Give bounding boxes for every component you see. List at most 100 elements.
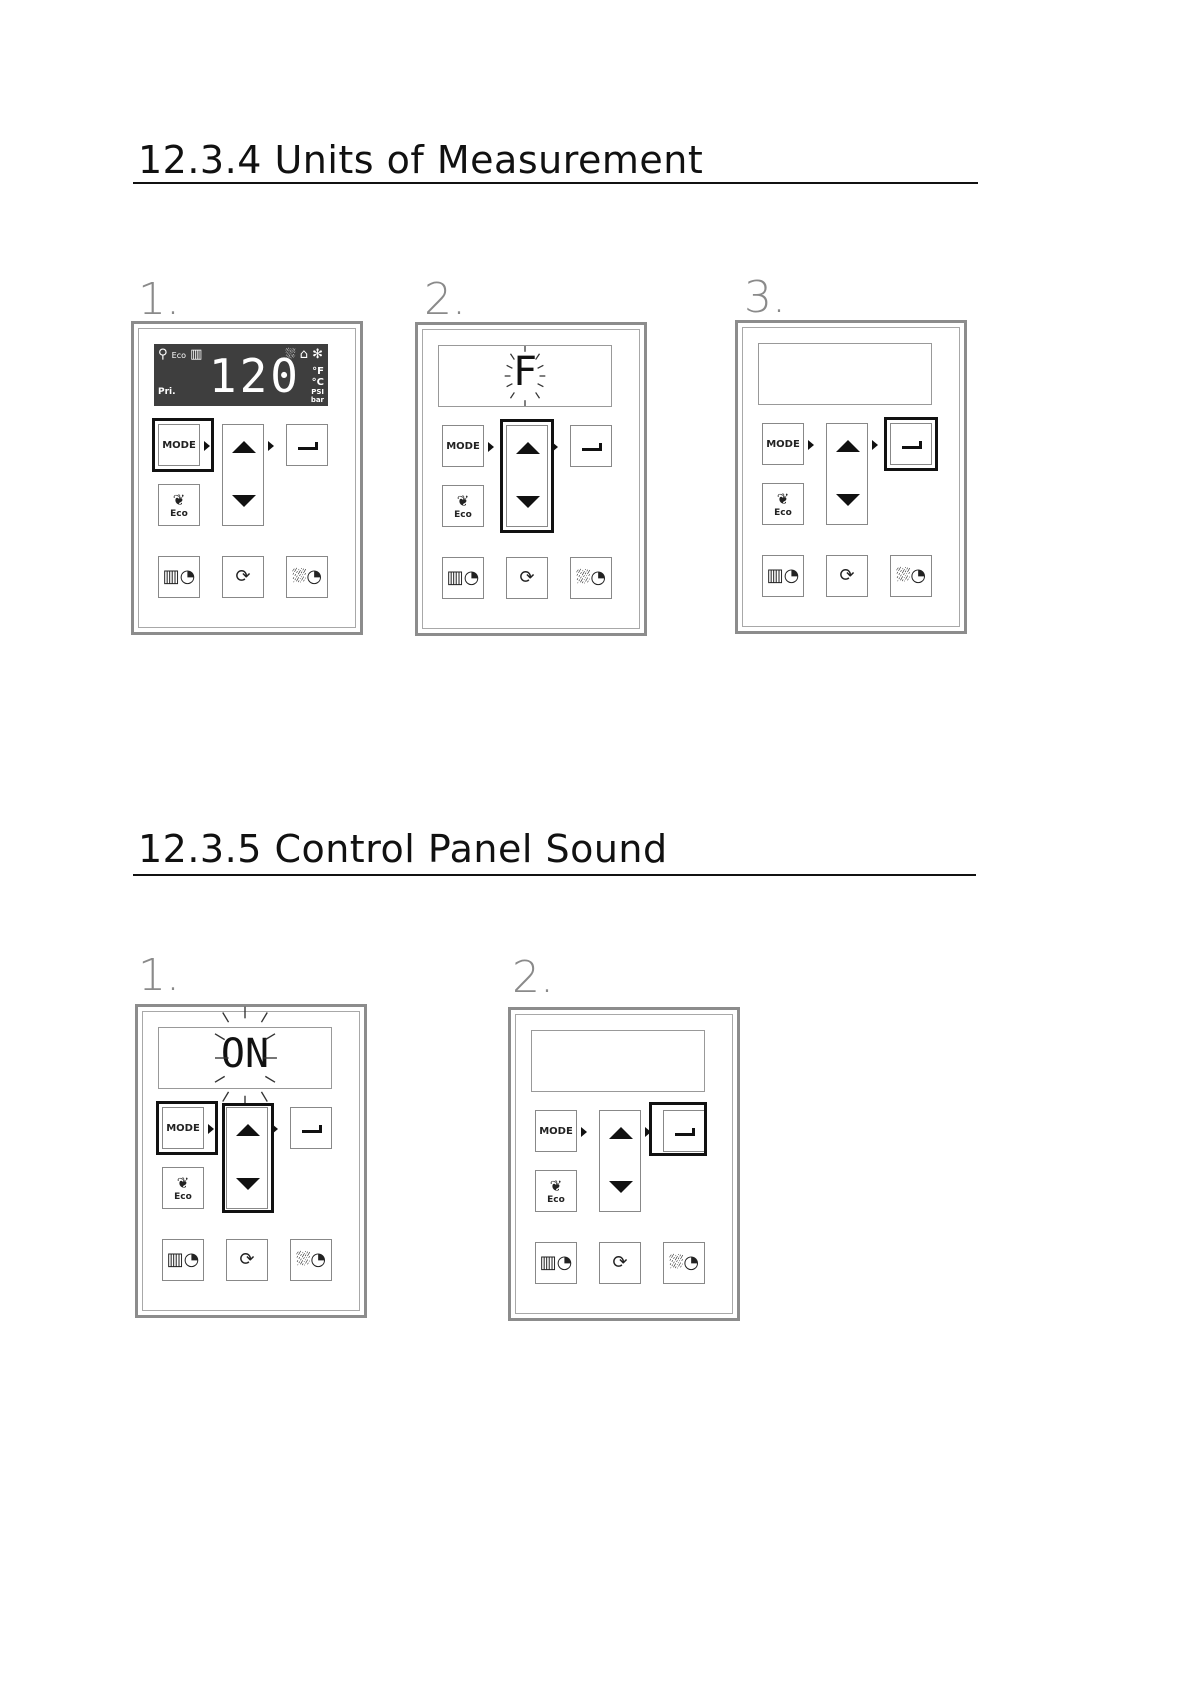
step-number: 1. xyxy=(138,274,180,325)
control-panel: MODE ❦Eco ▥◔ ⟳ ⛆◔ xyxy=(508,1007,740,1321)
pointer-icon xyxy=(872,440,878,450)
section-title: 12.3.5 Control Panel Sound xyxy=(138,827,668,871)
arrow-down-icon[interactable] xyxy=(232,495,256,507)
flash-rays-icon xyxy=(159,1028,331,1088)
arrow-buttons[interactable] xyxy=(226,1107,268,1209)
radiator-tap-cycle-icon: ⟳ xyxy=(235,566,250,587)
radiator-timer-icon: ▥◔ xyxy=(767,565,800,586)
heating-dhw-button[interactable]: ⟳ xyxy=(222,556,264,598)
pointer-icon xyxy=(272,1124,278,1134)
arrow-down-icon[interactable] xyxy=(609,1181,633,1193)
dhw-timer-button[interactable]: ⛆◔ xyxy=(290,1239,332,1281)
mode-button[interactable]: MODE xyxy=(442,425,484,467)
dhw-timer-button[interactable]: ⛆◔ xyxy=(286,556,328,598)
section-title: 12.3.4 Units of Measurement xyxy=(138,138,703,182)
pointer-icon xyxy=(208,1124,214,1134)
tap-timer-icon: ⛆◔ xyxy=(292,566,322,587)
lcd-display: F xyxy=(438,345,612,407)
enter-button[interactable] xyxy=(286,424,328,466)
unit-c: °C xyxy=(312,378,324,388)
lcd-display: ⚲ Eco ▥ ⛆ ⌂ ✻ Pri. 120 °F °C PSI bar xyxy=(154,344,328,406)
leaf-icon: ❦ xyxy=(443,492,483,510)
control-panel: MODE ❦Eco ▥◔ ⟳ ⛆◔ xyxy=(735,320,967,634)
arrow-down-icon[interactable] xyxy=(236,1178,260,1190)
eco-label: Eco xyxy=(536,1195,576,1205)
mode-button[interactable]: MODE xyxy=(535,1110,577,1152)
leaf-icon: ❦ xyxy=(159,491,199,509)
tap-timer-icon: ⛆◔ xyxy=(669,1252,699,1273)
mode-button[interactable]: MODE xyxy=(762,423,804,465)
pointer-icon xyxy=(268,441,274,451)
arrow-up-icon[interactable] xyxy=(836,440,860,452)
radiator-tap-cycle-icon: ⟳ xyxy=(239,1249,254,1270)
radiator-timer-icon: ▥◔ xyxy=(167,1249,200,1270)
leaf-icon: ❦ xyxy=(536,1177,576,1195)
heating-timer-button[interactable]: ▥◔ xyxy=(442,557,484,599)
enter-icon xyxy=(302,1125,322,1133)
arrow-up-icon[interactable] xyxy=(236,1124,260,1136)
eco-label: Eco xyxy=(763,508,803,518)
control-panel: ON MODE ❦Eco ▥◔ ⟳ ⛆◔ xyxy=(135,1004,367,1318)
heating-timer-button[interactable]: ▥◔ xyxy=(762,555,804,597)
enter-button[interactable] xyxy=(890,423,932,465)
step-number: 2. xyxy=(512,952,554,1003)
arrow-up-icon[interactable] xyxy=(609,1127,633,1139)
temperature-readout: 120 xyxy=(209,353,301,399)
radiator-tap-cycle-icon: ⟳ xyxy=(839,565,854,586)
eco-button[interactable]: ❦Eco xyxy=(442,485,484,527)
heating-dhw-button[interactable]: ⟳ xyxy=(226,1239,268,1281)
heating-dhw-button[interactable]: ⟳ xyxy=(826,555,868,597)
pointer-icon xyxy=(645,1127,651,1137)
eco-button[interactable]: ❦Eco xyxy=(762,483,804,525)
mode-button[interactable]: MODE xyxy=(158,424,200,466)
unit-psi: PSI xyxy=(311,389,324,396)
arrow-down-icon[interactable] xyxy=(516,496,540,508)
arrow-down-icon[interactable] xyxy=(836,494,860,506)
unit-f: °F xyxy=(312,367,324,377)
control-panel: F MODE ❦Eco ▥◔ ⟳ ⛆◔ xyxy=(415,322,647,636)
heating-timer-button[interactable]: ▥◔ xyxy=(162,1239,204,1281)
enter-button[interactable] xyxy=(290,1107,332,1149)
eco-label: Eco xyxy=(159,509,199,519)
arrow-buttons[interactable] xyxy=(222,424,264,526)
eco-button[interactable]: ❦Eco xyxy=(535,1170,577,1212)
enter-icon xyxy=(675,1128,695,1136)
control-panel: ⚲ Eco ▥ ⛆ ⌂ ✻ Pri. 120 °F °C PSI bar MOD… xyxy=(131,321,363,635)
dhw-timer-button[interactable]: ⛆◔ xyxy=(890,555,932,597)
arrow-up-icon[interactable] xyxy=(232,441,256,453)
eco-label: Eco xyxy=(163,1192,203,1202)
radiator-timer-icon: ▥◔ xyxy=(163,566,196,587)
arrow-up-icon[interactable] xyxy=(516,442,540,454)
section-divider xyxy=(133,874,976,876)
radiator-tap-cycle-icon: ⟳ xyxy=(612,1252,627,1273)
pri-label: Pri. xyxy=(158,387,176,397)
leaf-icon: ❦ xyxy=(163,1174,203,1192)
pointer-icon xyxy=(204,441,210,451)
unit-bar: bar xyxy=(311,397,324,404)
radiator-timer-icon: ▥◔ xyxy=(447,567,480,588)
heating-timer-button[interactable]: ▥◔ xyxy=(158,556,200,598)
enter-icon xyxy=(298,442,318,450)
arrow-buttons[interactable] xyxy=(506,425,548,527)
enter-button[interactable] xyxy=(570,425,612,467)
eco-button[interactable]: ❦Eco xyxy=(162,1167,204,1209)
dhw-timer-button[interactable]: ⛆◔ xyxy=(570,557,612,599)
pointer-icon xyxy=(552,442,558,452)
enter-button[interactable] xyxy=(663,1110,705,1152)
arrow-buttons[interactable] xyxy=(599,1110,641,1212)
mode-button[interactable]: MODE xyxy=(162,1107,204,1149)
flash-rays-icon xyxy=(439,346,611,406)
status-icons: ⚲ Eco ▥ xyxy=(158,347,202,362)
section-divider xyxy=(133,182,978,184)
arrow-buttons[interactable] xyxy=(826,423,868,525)
leaf-icon: ❦ xyxy=(763,490,803,508)
tap-timer-icon: ⛆◔ xyxy=(296,1249,326,1270)
dhw-timer-button[interactable]: ⛆◔ xyxy=(663,1242,705,1284)
pointer-icon xyxy=(581,1127,587,1137)
lcd-display: ON xyxy=(158,1027,332,1089)
eco-button[interactable]: ❦Eco xyxy=(158,484,200,526)
heating-dhw-button[interactable]: ⟳ xyxy=(506,557,548,599)
lcd-display xyxy=(531,1030,705,1092)
heating-dhw-button[interactable]: ⟳ xyxy=(599,1242,641,1284)
heating-timer-button[interactable]: ▥◔ xyxy=(535,1242,577,1284)
